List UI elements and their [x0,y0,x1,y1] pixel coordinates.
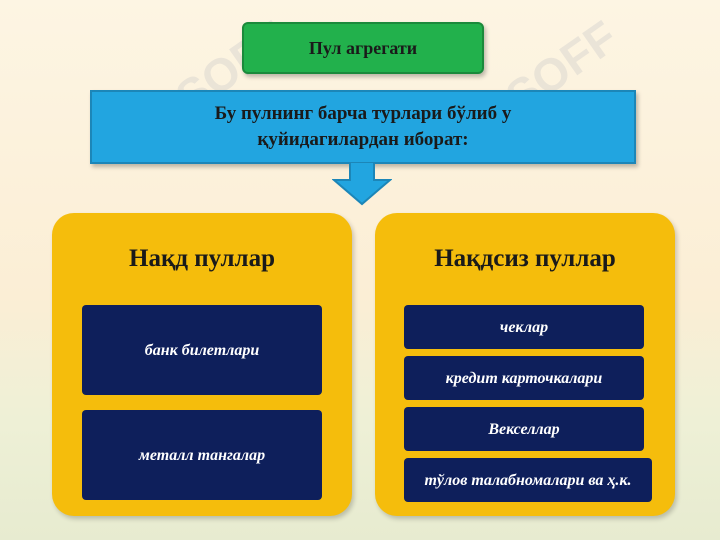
list-item: банк билетлари [82,305,322,395]
item-label: банк билетлари [144,341,260,359]
item-label: тўлов талабномалари ва ҳ.к. [424,471,632,489]
non-cash-money-title: Нақдсиз пуллар [434,245,616,272]
item-label: Векселлар [488,420,560,438]
intro-box: Бу пулнинг барча турлари бўлиб у қуйидаг… [90,90,636,164]
item-label: чеклар [499,318,549,336]
cash-money-title: Нақд пуллар [129,245,275,272]
diagram-title-box: Пул агрегати [242,22,484,74]
list-item: Векселлар [404,407,644,451]
list-item: металл тангалар [82,410,322,500]
non-cash-money-panel: Нақдсиз пуллар чеклар кредит карточкалар… [375,213,675,516]
cash-money-panel: Нақд пуллар банк билетлари металл тангал… [52,213,352,516]
item-label: кредит карточкалари [445,369,603,387]
intro-text: Бу пулнинг барча турлари бўлиб у қуйидаг… [214,103,512,150]
down-arrow-icon [332,162,392,206]
list-item: кредит карточкалари [404,356,644,400]
diagram-title: Пул агрегати [308,37,418,58]
item-label: металл тангалар [138,446,266,464]
list-item: тўлов талабномалари ва ҳ.к. [404,458,652,502]
list-item: чеклар [404,305,644,349]
